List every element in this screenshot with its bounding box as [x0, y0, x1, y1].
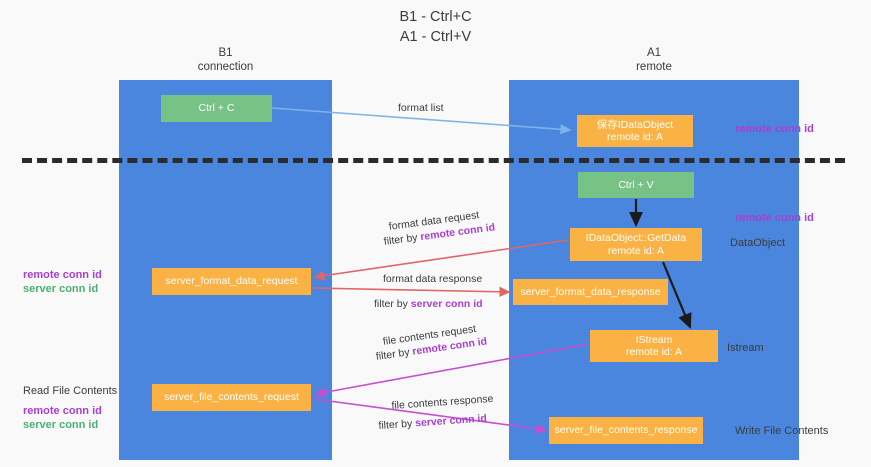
title-line-2: A1 - Ctrl+V [399, 29, 472, 45]
node-ctrl-c-label: Ctrl + C [198, 102, 235, 115]
filter-key-2: server conn id [410, 298, 483, 310]
label-group1-server-conn-id: server conn id [23, 283, 99, 295]
label-read-file-contents: Read File Contents [23, 385, 118, 397]
node-server-file-contents-response[interactable]: server_file_contents_response [549, 417, 703, 444]
label-group1-remote-conn-id: remote conn id [23, 269, 102, 281]
column-header-b1: B1 connection [119, 47, 332, 74]
node-istream-label: IStream [635, 333, 673, 346]
node-server-file-contents-request[interactable]: server_file_contents_request [152, 384, 311, 411]
label-group-file-contents: Read File Contents remote conn id server… [23, 384, 123, 432]
node-istream-sublabel: remote id: A [625, 346, 683, 358]
node-ctrl-v-label: Ctrl + V [618, 178, 654, 191]
edge-label-file-contents-response-filter: filter by server conn id [378, 411, 487, 433]
edge-label-file-contents-response: file contents response [391, 392, 494, 412]
node-ctrl-c[interactable]: Ctrl + C [161, 95, 272, 122]
node-server-file-contents-response-label: server_file_contents_response [554, 424, 698, 437]
column-header-a1-subtitle: remote [636, 60, 672, 73]
node-server-file-contents-request-label: server_file_contents_request [164, 391, 299, 404]
label-group2-server-conn-id: server conn id [23, 419, 99, 431]
node-save-idataobject-label: 保存IDataObject [596, 118, 674, 131]
node-ctrl-v[interactable]: Ctrl + V [578, 172, 694, 198]
label-group2-remote-conn-id: remote conn id [23, 405, 102, 417]
label-remote-conn-id-top: remote conn id [735, 123, 814, 135]
filter-prefix-1: filter by [383, 231, 422, 248]
arrow-format-data-response [312, 286, 511, 297]
node-istream[interactable]: IStream remote id: A [590, 330, 718, 362]
label-dataobject: DataObject [730, 237, 786, 249]
label-group-format-data: remote conn id server conn id [23, 268, 118, 296]
node-server-format-data-response-label: server_format_data_response [520, 285, 661, 298]
edge-label-format-data-response-filter: filter by server conn id [374, 297, 483, 311]
column-header-a1-title: A1 [646, 47, 662, 59]
phase-divider [22, 158, 845, 163]
column-header-b1-title: B1 [218, 47, 233, 59]
filter-prefix-2: filter by [374, 298, 411, 310]
node-server-format-data-request[interactable]: server_format_data_request [152, 268, 311, 295]
filter-prefix-4: filter by [378, 417, 416, 432]
node-server-format-data-response[interactable]: server_format_data_response [513, 279, 668, 305]
node-idataobject-getdata[interactable]: IDataObject::GetData remote id: A [570, 228, 702, 261]
filter-key-4: server conn id [414, 412, 488, 430]
edge-label-format-list: format list [398, 102, 444, 114]
column-header-b1-subtitle: connection [197, 60, 254, 73]
node-save-idataobject-sublabel: remote id: A [606, 131, 664, 143]
column-header-a1: A1 remote [509, 47, 799, 74]
edge-label-format-data-response: format data response [383, 273, 483, 285]
node-save-idataobject[interactable]: 保存IDataObject remote id: A [577, 115, 693, 147]
page-title: B1 - Ctrl+C A1 - Ctrl+V [0, 7, 871, 47]
title-line-1: B1 - Ctrl+C [399, 9, 472, 25]
filter-prefix-3: filter by [375, 345, 414, 363]
label-write-file-contents: Write File Contents [735, 425, 829, 437]
label-istream: Istream [727, 342, 764, 354]
label-remote-conn-id-mid: remote conn id [735, 212, 814, 224]
node-idataobject-getdata-label: IDataObject::GetData [585, 232, 687, 244]
node-idataobject-getdata-sublabel: remote id: A [607, 244, 665, 257]
node-server-format-data-request-label: server_format_data_request [165, 275, 298, 288]
